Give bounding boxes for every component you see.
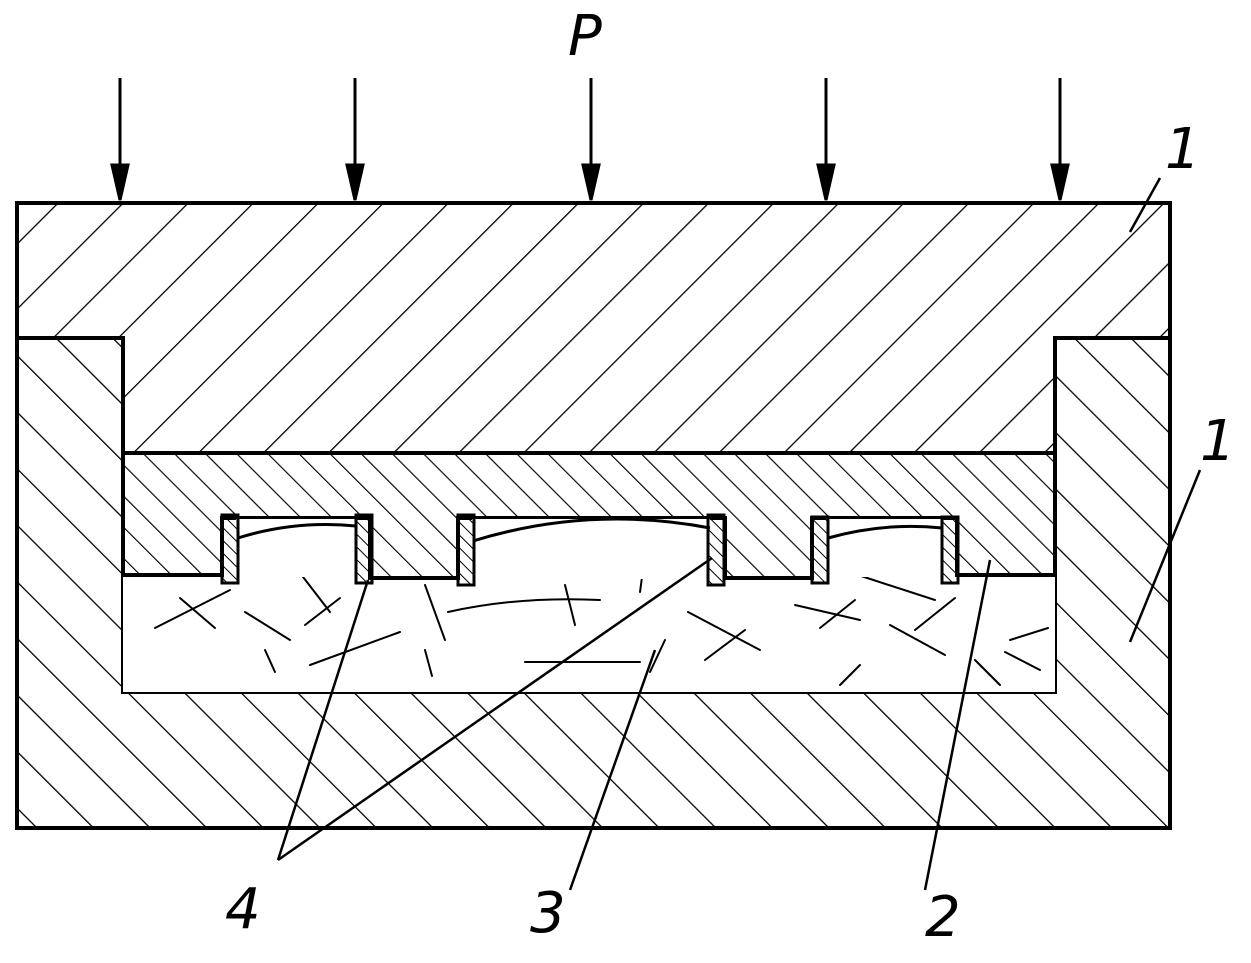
insert-wall [458, 515, 474, 585]
force-label: P [568, 4, 602, 69]
label-die-top: 1 [1165, 117, 1201, 182]
label-filler: 3 [530, 881, 566, 946]
insert-wall [708, 515, 724, 585]
insert-wall [812, 517, 828, 583]
insert-wall [356, 515, 372, 583]
label-die-right: 1 [1200, 409, 1236, 474]
insert-wall [222, 515, 238, 583]
force-arrows [112, 78, 1068, 200]
label-inserts: 4 [225, 877, 261, 942]
label-plate: 2 [925, 885, 961, 950]
upper-die [17, 203, 1170, 453]
insert-wall [942, 517, 958, 583]
cavities [236, 519, 942, 579]
